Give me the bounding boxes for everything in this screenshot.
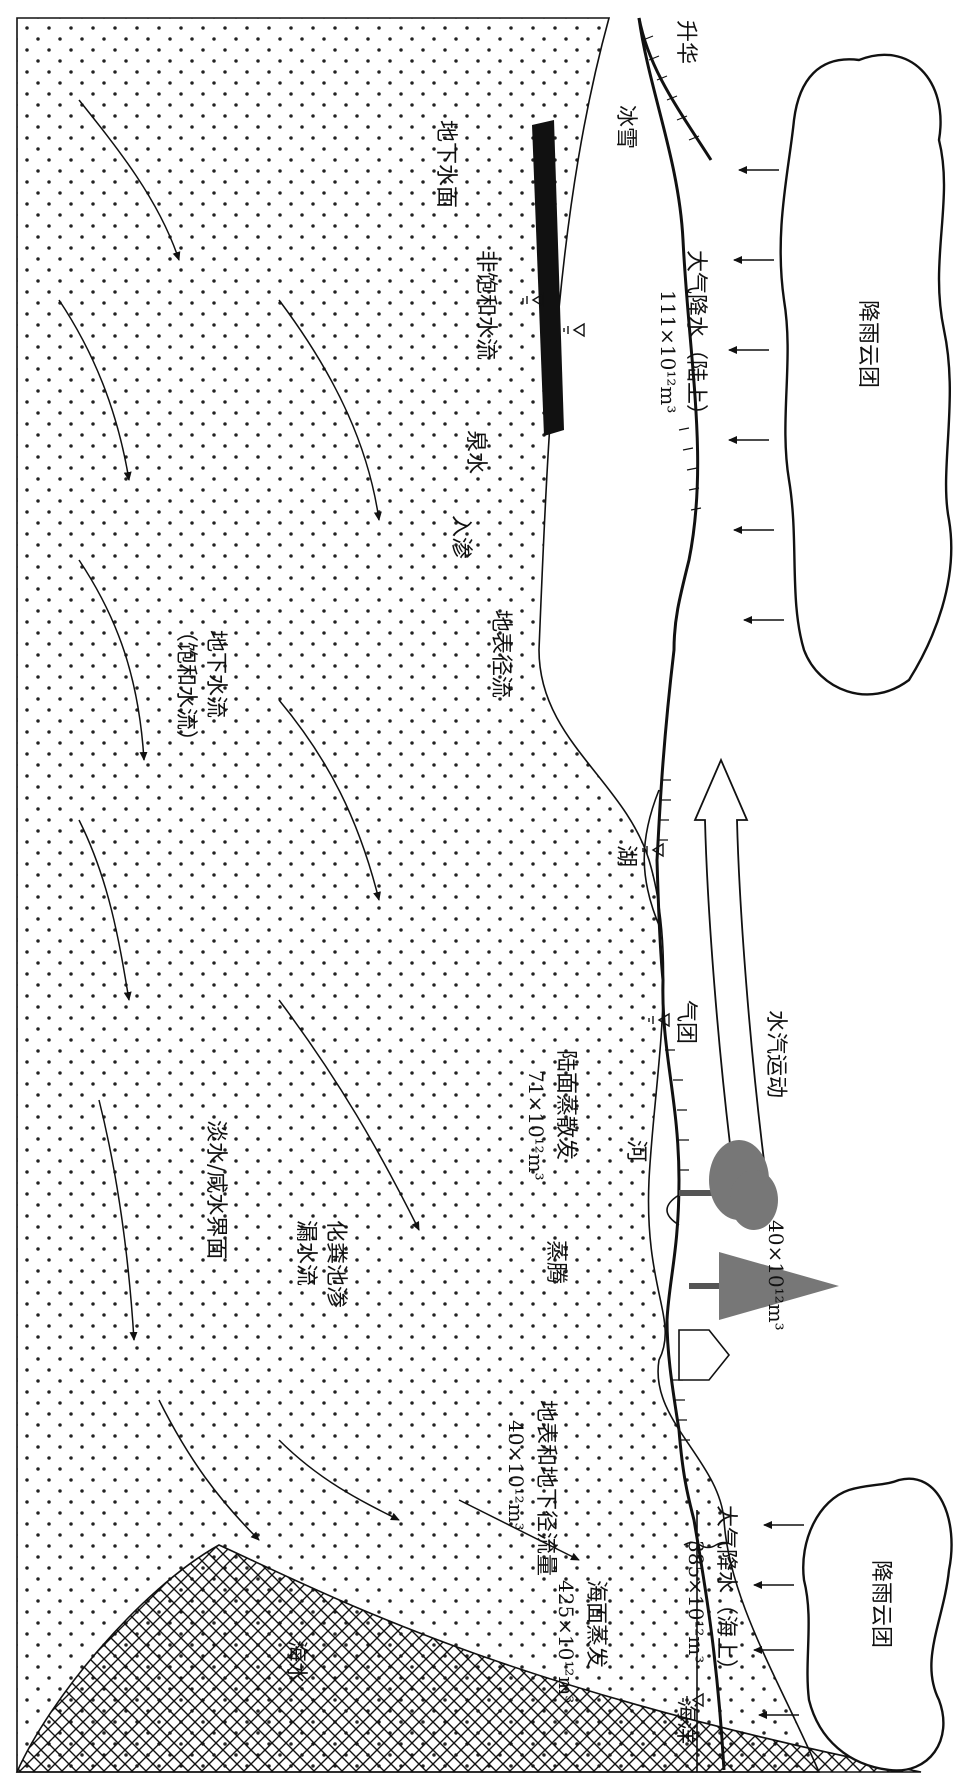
mountain-slope [637,17,713,161]
label-lake: 湖 [613,845,638,867]
label-groundwater-flow: 地下水流 [203,630,228,718]
label-cloud-land: 降雨云团 [855,300,880,388]
house [678,1329,731,1381]
label-ocean: 海洋 [673,1700,698,1744]
label-septic: 化粪池渗 [323,1220,348,1308]
label-land-evap-value: 71×10¹²m³ [524,1070,548,1181]
evaporation-arrows [683,1541,733,1549]
label-river: 河 [623,1140,648,1162]
label-vapor-motion: 水汽运动 [763,1010,788,1098]
precip-arrows-sea [753,1521,804,1719]
label-land-evap: 陆面蒸散发 [553,1050,578,1160]
label-sea-evap-value: 425×10¹²m³ [554,1580,578,1703]
label-air-mass: 气团 [673,1000,698,1044]
water-table-markers [522,292,704,1708]
label-sublimation: 升华 [673,20,698,64]
trees [679,1140,839,1320]
label-water-table: 地下水面 [433,120,458,208]
label-vapor-value: 40×10¹²m³ [764,1220,788,1331]
groundwater-arrows [58,99,580,1561]
label-fresh-saline: 淡水/咸水界面 [203,1120,228,1259]
label-seawater: 海水 [283,1640,308,1684]
label-runoff-total: 地表和地下径流量 [533,1400,558,1576]
rain-cloud-sea [802,1477,953,1772]
label-spring: 泉水 [463,430,488,474]
label-infiltration: 入渗 [448,515,473,559]
label-precip-land: 大气降水（陆上） [683,250,708,426]
perched-lens [532,120,564,436]
tree-deciduous [679,1140,778,1230]
label-leakage: 漏水流 [293,1220,318,1286]
label-unsat-flow: 非饱和水流 [473,250,498,360]
label-precip-land-value: 111×10¹²m³ [656,290,680,413]
air-mass-arrow [693,757,771,1201]
label-runoff-total-value: 40×10¹²m³ [504,1420,528,1531]
ground-section [15,17,922,1773]
label-ice-snow: 冰雪 [613,105,638,149]
label-saturated-flow: （饱和水流） [173,620,198,752]
lake [643,789,662,931]
text-labels: 降雨云团 降雨云团 大气降水（陆上） 111×10¹²m³ 大气降水（海上） 3… [173,20,893,1744]
label-precip-sea-value: 385×10¹²m³ [684,1540,708,1663]
precip-arrows-land [728,166,784,624]
river-channel [666,1194,680,1226]
label-transpiration: 蒸腾 [543,1240,568,1284]
label-sea-evap: 海面蒸发 [583,1580,608,1668]
seawater-wedge [15,1544,922,1773]
tree-conifer [689,1252,839,1320]
label-surface-runoff: 地表径流 [488,610,513,698]
label-cloud-sea: 降雨云团 [868,1560,893,1648]
label-precip-sea: 大气降水（海上） [713,1505,738,1681]
land-surface [637,17,726,1771]
slope-ticks [642,35,702,1441]
saturated-zone [16,17,821,1773]
rain-cloud-land [779,53,953,696]
